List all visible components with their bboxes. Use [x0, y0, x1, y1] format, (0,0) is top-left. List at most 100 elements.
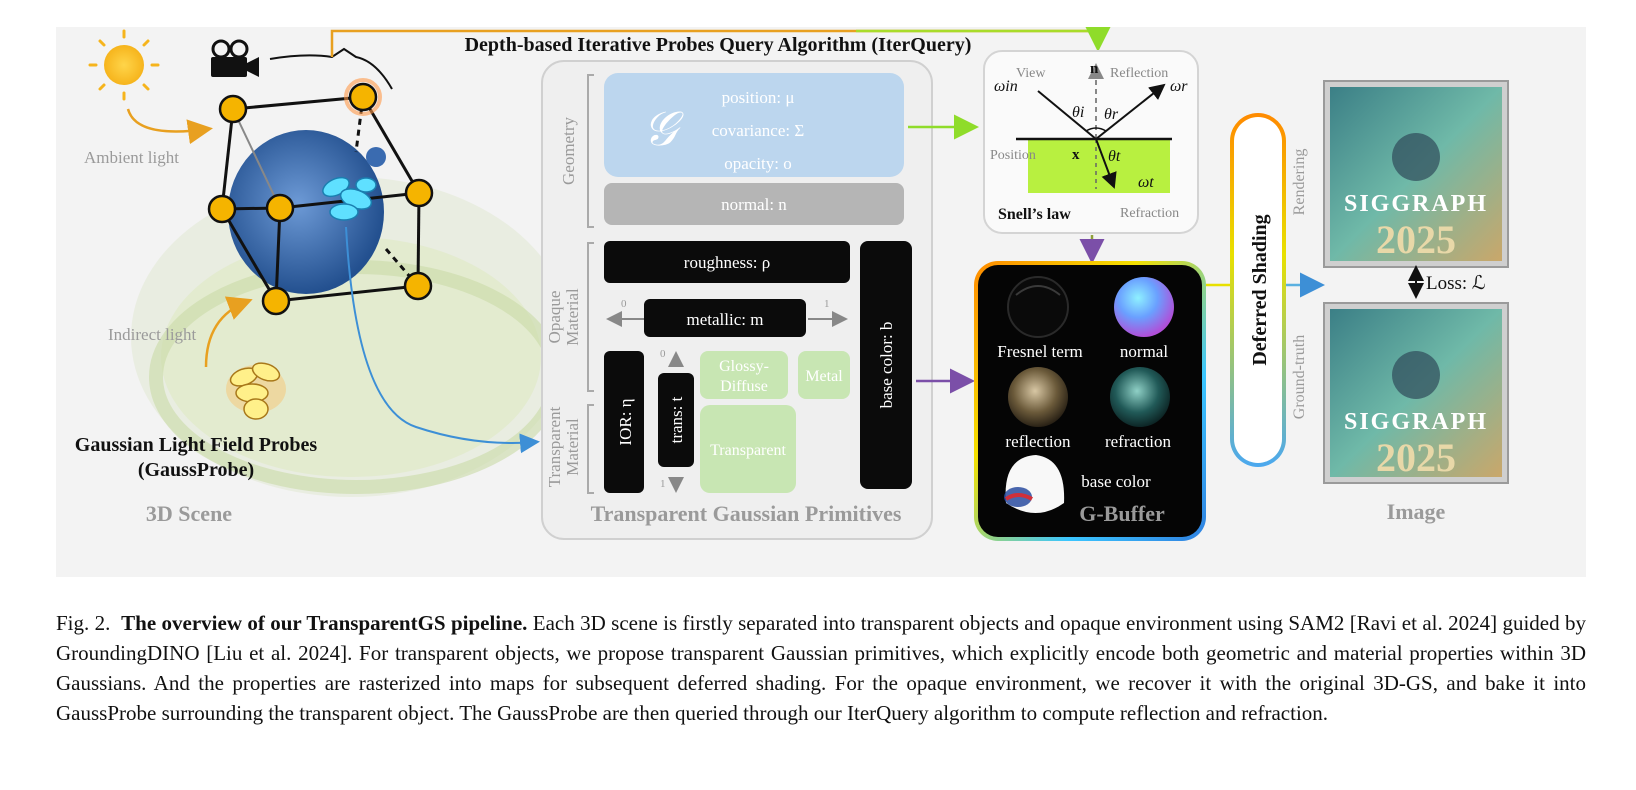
refraction-sphere: [1110, 367, 1170, 427]
rendering-poster-line1: SIGGRAPH: [1344, 191, 1488, 217]
trans-attr: trans: t: [667, 396, 686, 443]
scene-section-label: 3D Scene: [146, 501, 232, 526]
snell-w-in: ωin: [994, 78, 1018, 95]
deferred-shading-panel: Deferred Shading: [1230, 113, 1286, 467]
geometry-bracket: [587, 74, 594, 228]
ground-truth-label: Ground-truth: [1291, 335, 1308, 419]
probe-node: [404, 178, 434, 208]
camera-icon: [211, 39, 259, 77]
snell-view: View: [1016, 66, 1046, 81]
covariance-attr: covariance: Σ: [712, 121, 805, 140]
metallic-max: 1: [824, 298, 830, 310]
iterquery-title: Depth-based Iterative Probes Query Algor…: [465, 34, 972, 56]
metallic-box: [644, 299, 806, 337]
reflection-sphere: [1008, 367, 1068, 427]
indirect-light-label: Indirect light: [108, 325, 197, 344]
probe-node: [261, 286, 291, 316]
gaussian-symbol: 𝒢: [643, 103, 684, 156]
probe-node: [403, 271, 433, 301]
snell-w-t: ωt: [1138, 174, 1154, 191]
position-attr: position: μ: [722, 88, 795, 107]
geometry-label: Geometry: [559, 117, 578, 185]
gbuffer-fresnel: Fresnel term: [997, 342, 1082, 361]
snell-angle-arc: [1085, 127, 1107, 132]
probe-to-primitives-arrow: [345, 226, 540, 454]
ambient-light-label: Ambient light: [84, 148, 179, 167]
snell-theta-t: θt: [1108, 148, 1121, 165]
probe-node: [265, 193, 295, 223]
query-brace: [269, 47, 393, 90]
snell-w-r: ωr: [1170, 78, 1188, 95]
primitives-section-label: Transparent Gaussian Primitives: [591, 501, 902, 526]
transparent-region: [700, 405, 796, 493]
gbuffer-panel: Fresnel term normal reflection refractio…: [974, 261, 1206, 541]
caption-title: The overview of our TransparentGS pipeli…: [121, 611, 528, 635]
snell-refraction: Refraction: [1120, 206, 1179, 221]
pipeline-figure: Ambient light: [56, 27, 1586, 577]
ground-truth-poster-line2: 2025: [1376, 435, 1456, 480]
metal-label: Metal: [805, 368, 843, 385]
gbuffer-base-color: base color: [1081, 472, 1151, 491]
image-panel: Rendering SIGGRAPH 2025 Loss: ℒ Ground-t…: [1291, 80, 1509, 524]
loss-label: Loss: ℒ: [1426, 273, 1486, 294]
geometry-box: [604, 73, 904, 177]
roughness-attr: roughness: ρ: [684, 253, 770, 272]
indirect-light-arrow: [204, 296, 253, 368]
metallic-attr: metallic: m: [687, 310, 764, 329]
opaque-label-1: Opaque: [545, 291, 564, 344]
snell-n: n: [1090, 61, 1099, 77]
probe-cube-hidden: [354, 96, 420, 287]
ior-attr: IOR: η: [616, 398, 635, 445]
metallic-min: 0: [621, 298, 627, 310]
probes-subtitle: (GaussProbe): [138, 459, 254, 481]
base-color-stripe: [1004, 493, 1033, 501]
ior-box: [604, 351, 644, 493]
ambient-light-arrow: [126, 108, 213, 145]
probe-vertices: [207, 82, 434, 316]
glossy-label-1: Glossy-: [719, 358, 769, 375]
opacity-attr: opacity: o: [724, 154, 792, 173]
ground-truth-object: [1392, 351, 1440, 399]
probes-title: Gaussian Light Field Probes: [75, 434, 318, 456]
fresnel-sphere: [1007, 276, 1069, 338]
probe-node: [348, 82, 378, 112]
sun-icon: [88, 29, 160, 101]
opaque-bracket: [587, 242, 594, 392]
probe-highlight: [344, 78, 382, 116]
transparent-label-1: Transparent: [545, 406, 564, 487]
snell-theta-r: θr: [1104, 106, 1119, 123]
metal-region: [798, 351, 850, 399]
transparent-region-label: Transparent: [710, 442, 786, 459]
snell-reflection: Reflection: [1110, 66, 1168, 81]
iterquery-arrow: Depth-based Iterative Probes Query Algor…: [330, 27, 1111, 59]
gbuffer-refraction: refraction: [1105, 432, 1172, 451]
probe-node: [218, 94, 248, 124]
base-color-attr: base color: b: [877, 322, 896, 409]
transparent-bracket: [587, 404, 594, 494]
snell-title: Snell’s law: [998, 206, 1071, 223]
deferred-label: Deferred Shading: [1249, 214, 1271, 365]
gaussian-blob: [228, 130, 386, 294]
trans-box: [658, 373, 694, 467]
primitives-panel: Geometry 𝒢 position: μ covariance: Σ opa…: [541, 60, 933, 540]
snell-x: x: [1072, 147, 1080, 163]
snell-refracted-ray: [1095, 138, 1117, 189]
fresnel-rim: [1015, 285, 1061, 296]
normal-box: [604, 183, 904, 225]
probe-gaussians: [226, 362, 286, 420]
rendering-label: Rendering: [1291, 149, 1308, 216]
snell-position: Position: [990, 148, 1036, 163]
gbuffer-normal: normal: [1120, 342, 1168, 361]
deferred-card: [1234, 117, 1282, 463]
glossy-diffuse-region: [700, 351, 788, 399]
glossy-label-2: Diffuse: [720, 378, 768, 395]
snell-reflected-ray: [1095, 83, 1166, 140]
caption-fig-label: Fig. 2.: [56, 611, 111, 635]
normal-attr: normal: n: [721, 195, 787, 214]
snell-theta-i: θi: [1072, 104, 1084, 121]
rendering-object: [1392, 133, 1440, 181]
trans-min: 0: [660, 348, 666, 360]
roughness-box: [604, 241, 850, 283]
gbuffer-section-label: G-Buffer: [1079, 501, 1165, 526]
probe-cube: [220, 95, 421, 303]
